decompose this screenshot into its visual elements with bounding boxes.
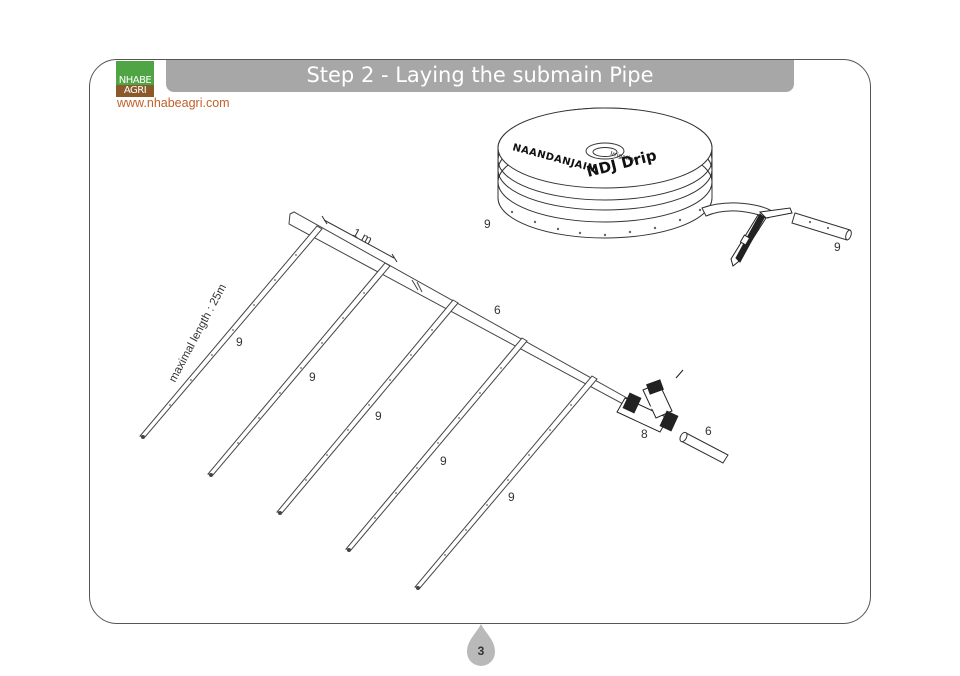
logo-brown-block	[116, 85, 154, 97]
lateral-pipe-1	[139, 225, 323, 438]
dimension-line	[323, 219, 395, 259]
submain-joint-2	[416, 281, 423, 293]
loose-pipe-piece	[679, 431, 729, 464]
lateral-label-3: 9	[375, 409, 382, 423]
lateral-end-4	[347, 548, 351, 552]
website-link[interactable]: www.nhabeagri.com	[117, 96, 230, 110]
lateral-end-1	[141, 435, 145, 439]
logo-text-line2: AGRI	[123, 85, 147, 96]
lateral-label-5: 9	[508, 490, 515, 504]
lateral-label-4: 9	[440, 454, 447, 468]
submain-label: 6	[494, 303, 501, 317]
drip-tape-reel	[497, 107, 771, 239]
logo-green-block	[116, 61, 154, 85]
page-tab	[467, 624, 495, 666]
knife-icon	[730, 207, 793, 267]
reel-label: 9	[484, 217, 491, 231]
tee-fitting	[616, 369, 684, 433]
cut-pipe-piece	[791, 212, 852, 241]
submain-joint	[411, 279, 419, 291]
lateral-label-2: 9	[309, 370, 316, 384]
lateral-pipe-5	[414, 375, 598, 589]
fitting-label: 8	[641, 427, 648, 441]
logo-text-line1: NHABE	[118, 75, 152, 86]
lateral-end-2	[209, 473, 213, 477]
lateral-pipe-3	[276, 299, 459, 514]
reel-dots	[510, 208, 702, 237]
page-frame	[89, 59, 871, 624]
lateral-pipe-4	[345, 337, 528, 551]
cut-piece-label: 9	[834, 240, 841, 254]
page-number: 3	[478, 644, 485, 658]
lateral-end-3	[278, 511, 282, 515]
lateral-end-5	[416, 586, 420, 590]
dripper-dots	[169, 254, 572, 556]
title-bar	[166, 60, 794, 92]
page-title: Step 2 - Laying the submain Pipe	[306, 63, 654, 87]
dimension-tick-right	[391, 253, 398, 263]
pipe-piece-label: 6	[705, 424, 712, 438]
lateral-label-1: 9	[236, 335, 243, 349]
nhabe-agri-logo: NHABE AGRI	[116, 61, 154, 97]
lateral-pipe-2	[207, 262, 391, 476]
spacing-label: 1 m	[350, 225, 374, 247]
dimension-tick-left	[321, 215, 328, 225]
submain-pipe	[288, 211, 628, 405]
